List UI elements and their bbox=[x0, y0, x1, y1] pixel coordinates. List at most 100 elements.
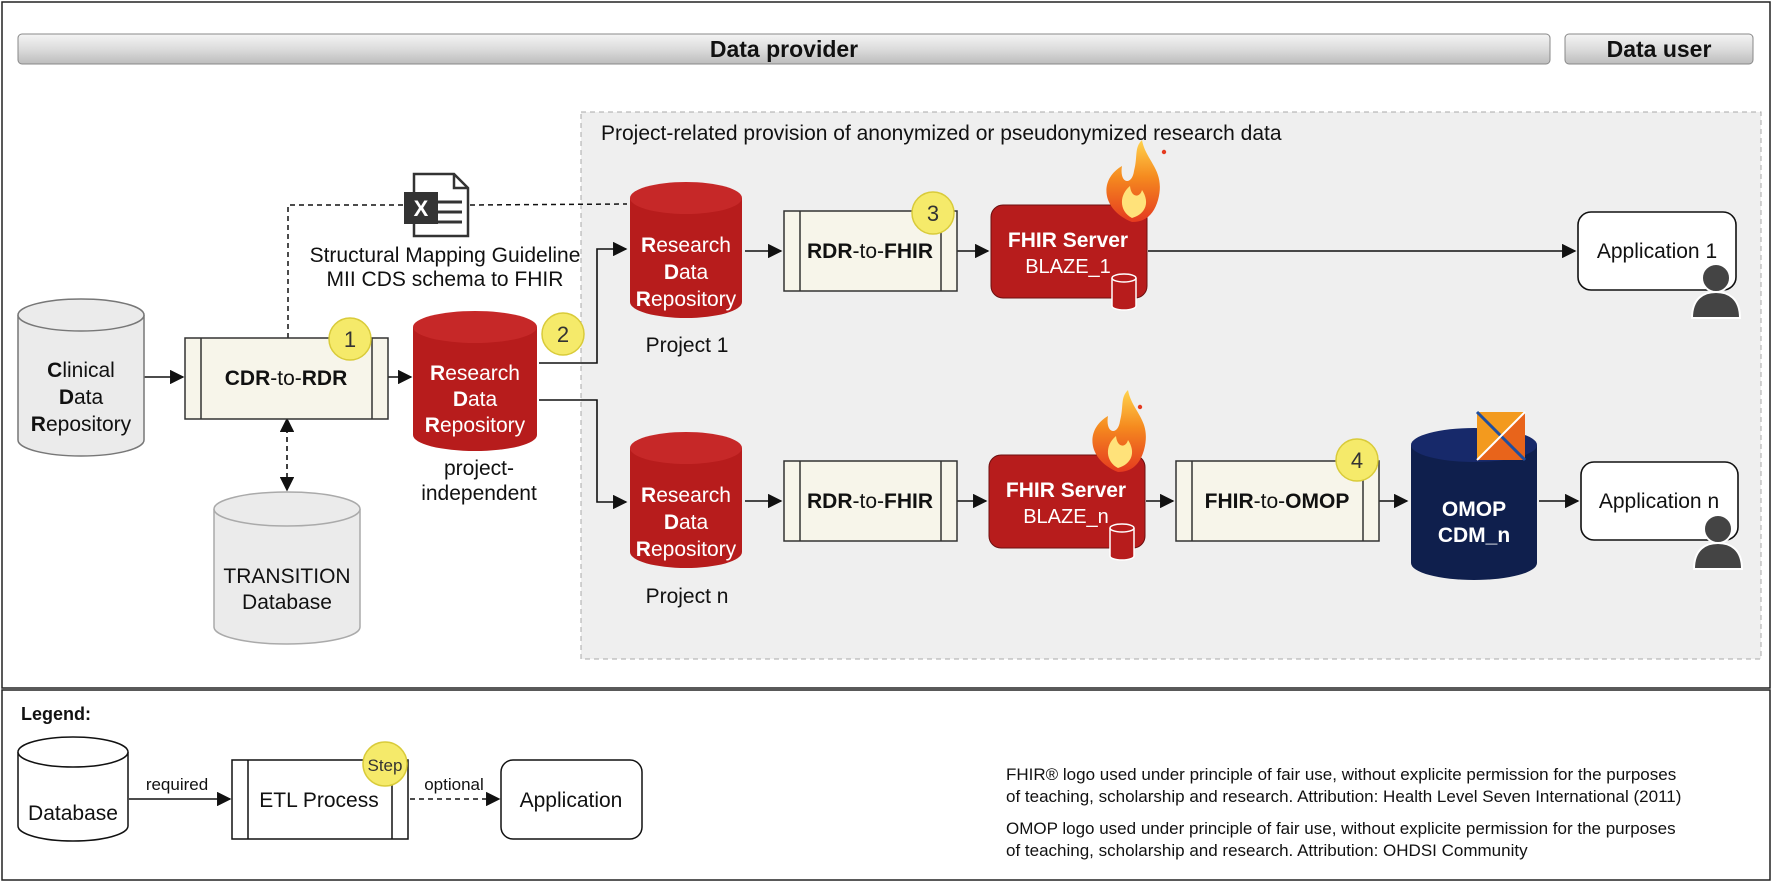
cdr-word-1: linical bbox=[62, 359, 115, 382]
project-area bbox=[580, 111, 1762, 660]
data-provider-label: Data provider bbox=[710, 36, 858, 62]
svg-text:Repository: Repository bbox=[636, 288, 737, 311]
rdrn-initial-r2: R bbox=[636, 538, 651, 561]
step-badge-2 bbox=[541, 312, 585, 356]
rdr-to-fhir1-part2: -to- bbox=[853, 240, 885, 263]
rdr-to-fhir1-part3: FHIR bbox=[884, 240, 933, 263]
rdr1-initial-r1: R bbox=[641, 234, 656, 257]
legend-database-label: Database bbox=[28, 802, 118, 825]
step-badge-4 bbox=[1335, 438, 1379, 482]
fhir-server1-name: BLAZE_1 bbox=[1025, 256, 1111, 278]
cdr-to-rdr-part3: RDR bbox=[302, 367, 348, 390]
svg-text:Data: Data bbox=[59, 386, 104, 409]
cdr-to-rdr-process: CDR-to-RDR 1 bbox=[184, 317, 389, 420]
legend-etl-process: ETL Process Step bbox=[231, 741, 409, 840]
legend-step-badge bbox=[362, 741, 408, 787]
rdr1-word-1: esearch bbox=[656, 234, 731, 257]
step-badge-1 bbox=[328, 317, 372, 361]
legend-optional-label: optional bbox=[424, 775, 484, 794]
rdr-to-fhirn-part1: RDR bbox=[807, 490, 853, 513]
rdrn-word-2: ata bbox=[679, 511, 709, 534]
rdr-main-initial-d: D bbox=[453, 388, 468, 411]
legend-step-label: Step bbox=[368, 756, 403, 775]
fhir-server-n: FHIR Server BLAZE_n bbox=[988, 390, 1146, 561]
svg-text:Research: Research bbox=[430, 362, 520, 385]
arrow-rdr-to-project1 bbox=[539, 241, 628, 364]
excel-file-icon: X bbox=[404, 172, 470, 238]
cdr-word-2: ata bbox=[74, 386, 104, 409]
omop-db-line2: CDM_n bbox=[1438, 524, 1510, 547]
rdr-main-caption-line2: independent bbox=[421, 482, 537, 505]
data-user-label: Data user bbox=[1607, 36, 1712, 62]
svg-text:RDR-to-FHIR: RDR-to-FHIR bbox=[807, 240, 933, 263]
rdr-main-initial-r1: R bbox=[430, 362, 445, 385]
rdr-main-caption-line1: project- bbox=[444, 457, 514, 480]
fhir-flame-icon bbox=[1092, 390, 1146, 472]
rdr-main-initial-r2: R bbox=[425, 414, 440, 437]
legend-application: Application bbox=[500, 759, 643, 840]
legend-title: Legend: bbox=[21, 704, 91, 724]
mini-database-icon bbox=[1111, 273, 1137, 311]
mapping-guideline-line1: Structural Mapping Guideline bbox=[310, 244, 581, 267]
rdr-to-fhirn-part2: -to- bbox=[853, 490, 885, 513]
omop-db-line1: OMOP bbox=[1442, 498, 1506, 521]
svg-text:Research: Research bbox=[641, 234, 731, 257]
svg-text:Repository: Repository bbox=[636, 538, 737, 561]
legend-frame bbox=[1, 689, 1771, 881]
step-number-1: 1 bbox=[344, 327, 356, 352]
application-n: Application n bbox=[1580, 461, 1744, 570]
svg-text:Data: Data bbox=[453, 388, 498, 411]
rdr-main-word-3: epository bbox=[440, 414, 526, 437]
svg-text:Repository: Repository bbox=[31, 413, 132, 436]
mapping-guideline-line2: MII CDS schema to FHIR bbox=[327, 268, 564, 291]
fhir-servern-title: FHIR Server bbox=[1006, 479, 1126, 502]
transition-db-line2: Database bbox=[242, 591, 332, 614]
rdr-main-word-1: esearch bbox=[445, 362, 520, 385]
user-icon bbox=[1692, 514, 1744, 570]
arrow-rdr-to-projectn bbox=[539, 399, 628, 510]
rdrn-initial-r1: R bbox=[641, 484, 656, 507]
fhir-to-omop-part3: OMOP bbox=[1285, 490, 1349, 513]
svg-text:Research: Research bbox=[641, 484, 731, 507]
fhir-flame-icon bbox=[1106, 140, 1167, 222]
svg-text:Repository: Repository bbox=[425, 414, 526, 437]
omop-cdm-database: OMOP CDM_n bbox=[1411, 410, 1537, 580]
legend-database: Database bbox=[17, 736, 129, 842]
svg-text:X: X bbox=[414, 196, 429, 221]
fhir-server1-title: FHIR Server bbox=[1008, 229, 1128, 252]
project-area-title: Project-related provision of anonymized … bbox=[601, 122, 1282, 145]
project1-caption: Project 1 bbox=[646, 334, 729, 357]
fhir-to-omop-part1: FHIR bbox=[1205, 490, 1254, 513]
cdr-to-rdr-part1: CDR bbox=[225, 367, 271, 390]
step-number-4: 4 bbox=[1351, 448, 1363, 473]
svg-text:Clinical: Clinical bbox=[47, 359, 115, 382]
research-data-repository-project1: Research Data Repository bbox=[630, 182, 742, 318]
rdr-main-word-2: ata bbox=[468, 388, 498, 411]
rdr-to-fhir1-part1: RDR bbox=[807, 240, 853, 263]
mapping-connector-right bbox=[469, 203, 628, 206]
svg-text:RDR-to-FHIR: RDR-to-FHIR bbox=[807, 490, 933, 513]
omop-attribution-line1: OMOP logo used under principle of fair u… bbox=[1006, 819, 1676, 838]
cdr-to-rdr-part2: -to- bbox=[270, 367, 302, 390]
svg-text:CDR-to-RDR: CDR-to-RDR bbox=[225, 367, 348, 390]
step-number-3: 3 bbox=[927, 201, 939, 226]
legend-etl-label: ETL Process bbox=[259, 789, 378, 812]
transition-db-line1: TRANSITION bbox=[223, 565, 350, 588]
legend-required-label: required bbox=[146, 775, 208, 794]
main-frame bbox=[1, 1, 1771, 689]
clinical-data-repository: Clinical Data Repository bbox=[17, 298, 145, 457]
application-1: Application 1 bbox=[1577, 211, 1742, 319]
rdr-to-fhir-process-1: RDR-to-FHIR 3 bbox=[783, 191, 958, 292]
transition-database: TRANSITION Database bbox=[213, 491, 361, 645]
rdrn-word-3: epository bbox=[651, 538, 737, 561]
cdr-initial-r: R bbox=[31, 413, 46, 436]
rdrn-initial-d: D bbox=[664, 511, 679, 534]
fhir-servern-name: BLAZE_n bbox=[1023, 506, 1109, 528]
legend-application-label: Application bbox=[520, 789, 623, 812]
rdr1-initial-d: D bbox=[664, 261, 679, 284]
cdr-word-3: epository bbox=[46, 413, 132, 436]
fhir-attribution-line1: FHIR® logo used under principle of fair … bbox=[1006, 765, 1676, 784]
application-1-label: Application 1 bbox=[1597, 240, 1717, 263]
projectn-caption: Project n bbox=[646, 585, 729, 608]
user-icon bbox=[1690, 263, 1742, 319]
